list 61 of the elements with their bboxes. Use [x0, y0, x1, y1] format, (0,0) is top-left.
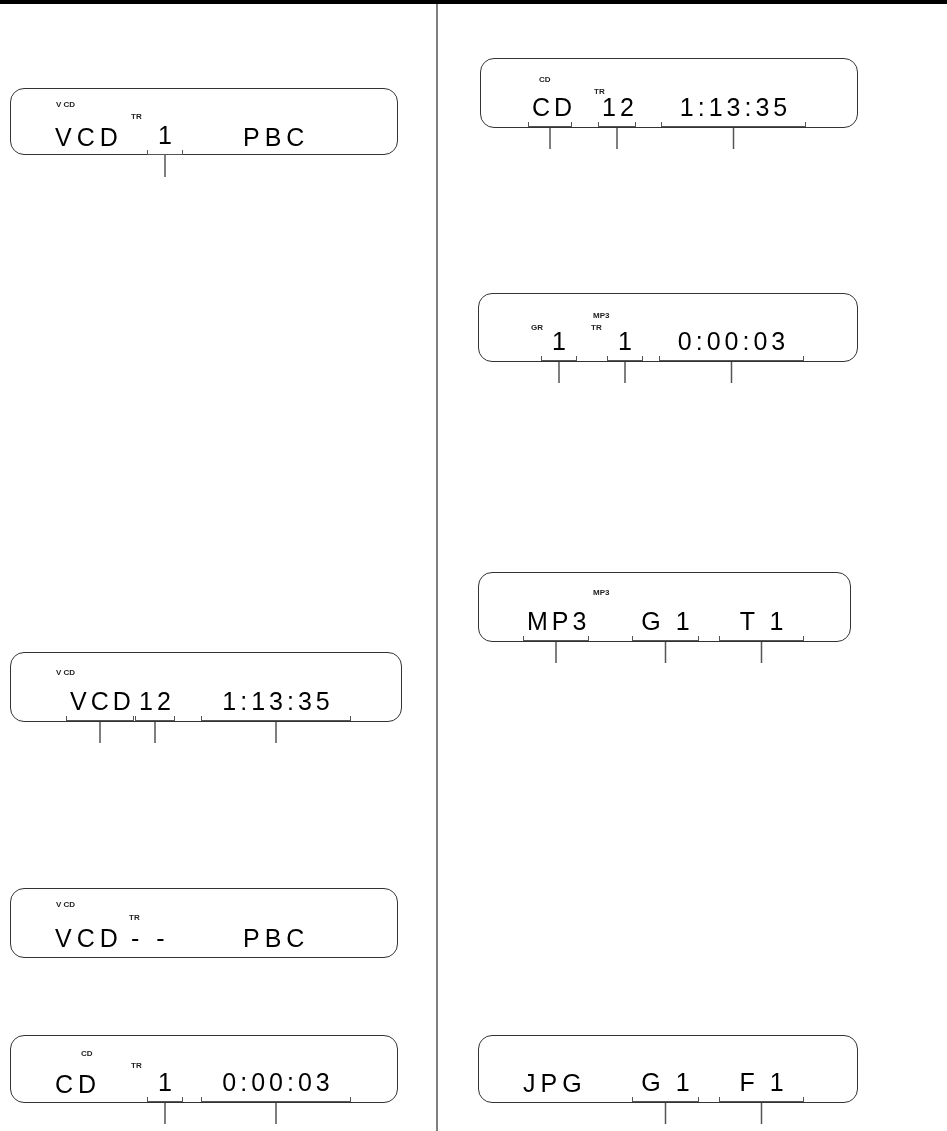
- display-text: - -: [131, 924, 170, 952]
- display-panel: [10, 1035, 398, 1103]
- bracketed-readout: G 1: [632, 1068, 699, 1102]
- bracketed-readout: 0:00:03: [201, 1068, 351, 1102]
- indicator-label: CD: [539, 75, 551, 84]
- bracketed-readout: T 1: [719, 607, 804, 641]
- display-text: PBC: [243, 924, 310, 952]
- bracketed-readout: VCD: [66, 687, 134, 721]
- indicator-label: V CD: [56, 100, 76, 109]
- indicator-label: GR: [531, 323, 543, 332]
- bracketed-readout: 0:00:03: [659, 327, 804, 361]
- indicator-label: MP3: [593, 588, 610, 597]
- display-panel: [10, 652, 402, 722]
- display-panel: [478, 1035, 858, 1103]
- indicator-label: V CD: [56, 900, 76, 909]
- bracketed-readout: 12: [598, 93, 636, 127]
- indicator-label: TR: [591, 323, 602, 332]
- leader-line: [664, 1101, 667, 1125]
- bracketed-readout: 1: [147, 1068, 183, 1102]
- indicator-label: TR: [129, 913, 140, 922]
- leader-line: [730, 360, 733, 384]
- leader-line: [275, 1101, 277, 1125]
- display-panel: [478, 293, 858, 362]
- bracketed-readout: MP3: [523, 607, 589, 641]
- display-panel: [10, 888, 398, 958]
- leader-line: [164, 1101, 166, 1125]
- bracketed-readout: 1: [607, 327, 643, 361]
- bracketed-readout: F 1: [719, 1068, 804, 1102]
- leader-line: [664, 640, 667, 664]
- indicator-label: CD: [81, 1049, 93, 1058]
- display-text: VCD: [55, 924, 123, 952]
- leader-line: [558, 360, 560, 384]
- indicator-label: TR: [131, 112, 142, 121]
- display-panel: [480, 58, 858, 128]
- leader-line: [154, 720, 156, 744]
- display-text: JPG: [523, 1069, 587, 1097]
- leader-line: [760, 640, 763, 664]
- leader-line: [616, 126, 618, 150]
- bracketed-readout: 1:13:35: [201, 687, 351, 721]
- bracketed-readout: CD: [528, 93, 572, 127]
- leader-line: [275, 720, 277, 744]
- leader-line: [732, 126, 735, 150]
- bracketed-readout: G 1: [632, 607, 699, 641]
- display-panel: [10, 88, 398, 155]
- display-text: VCD: [55, 123, 123, 151]
- indicator-label: TR: [594, 87, 605, 96]
- indicator-label: V CD: [56, 668, 76, 677]
- indicator-label: MP3: [593, 311, 610, 320]
- display-text: CD: [55, 1070, 102, 1098]
- leader-line: [99, 720, 101, 744]
- leader-line: [624, 360, 626, 384]
- leader-line: [549, 126, 551, 150]
- leader-line: [760, 1101, 763, 1125]
- leader-line: [555, 640, 557, 664]
- display-panel: [478, 572, 851, 642]
- bracketed-readout: 12: [135, 687, 175, 721]
- bracketed-readout: 1: [147, 121, 183, 155]
- indicator-label: TR: [131, 1061, 142, 1070]
- bracketed-readout: 1:13:35: [661, 93, 806, 127]
- display-text: PBC: [243, 123, 310, 151]
- leader-line: [164, 154, 166, 178]
